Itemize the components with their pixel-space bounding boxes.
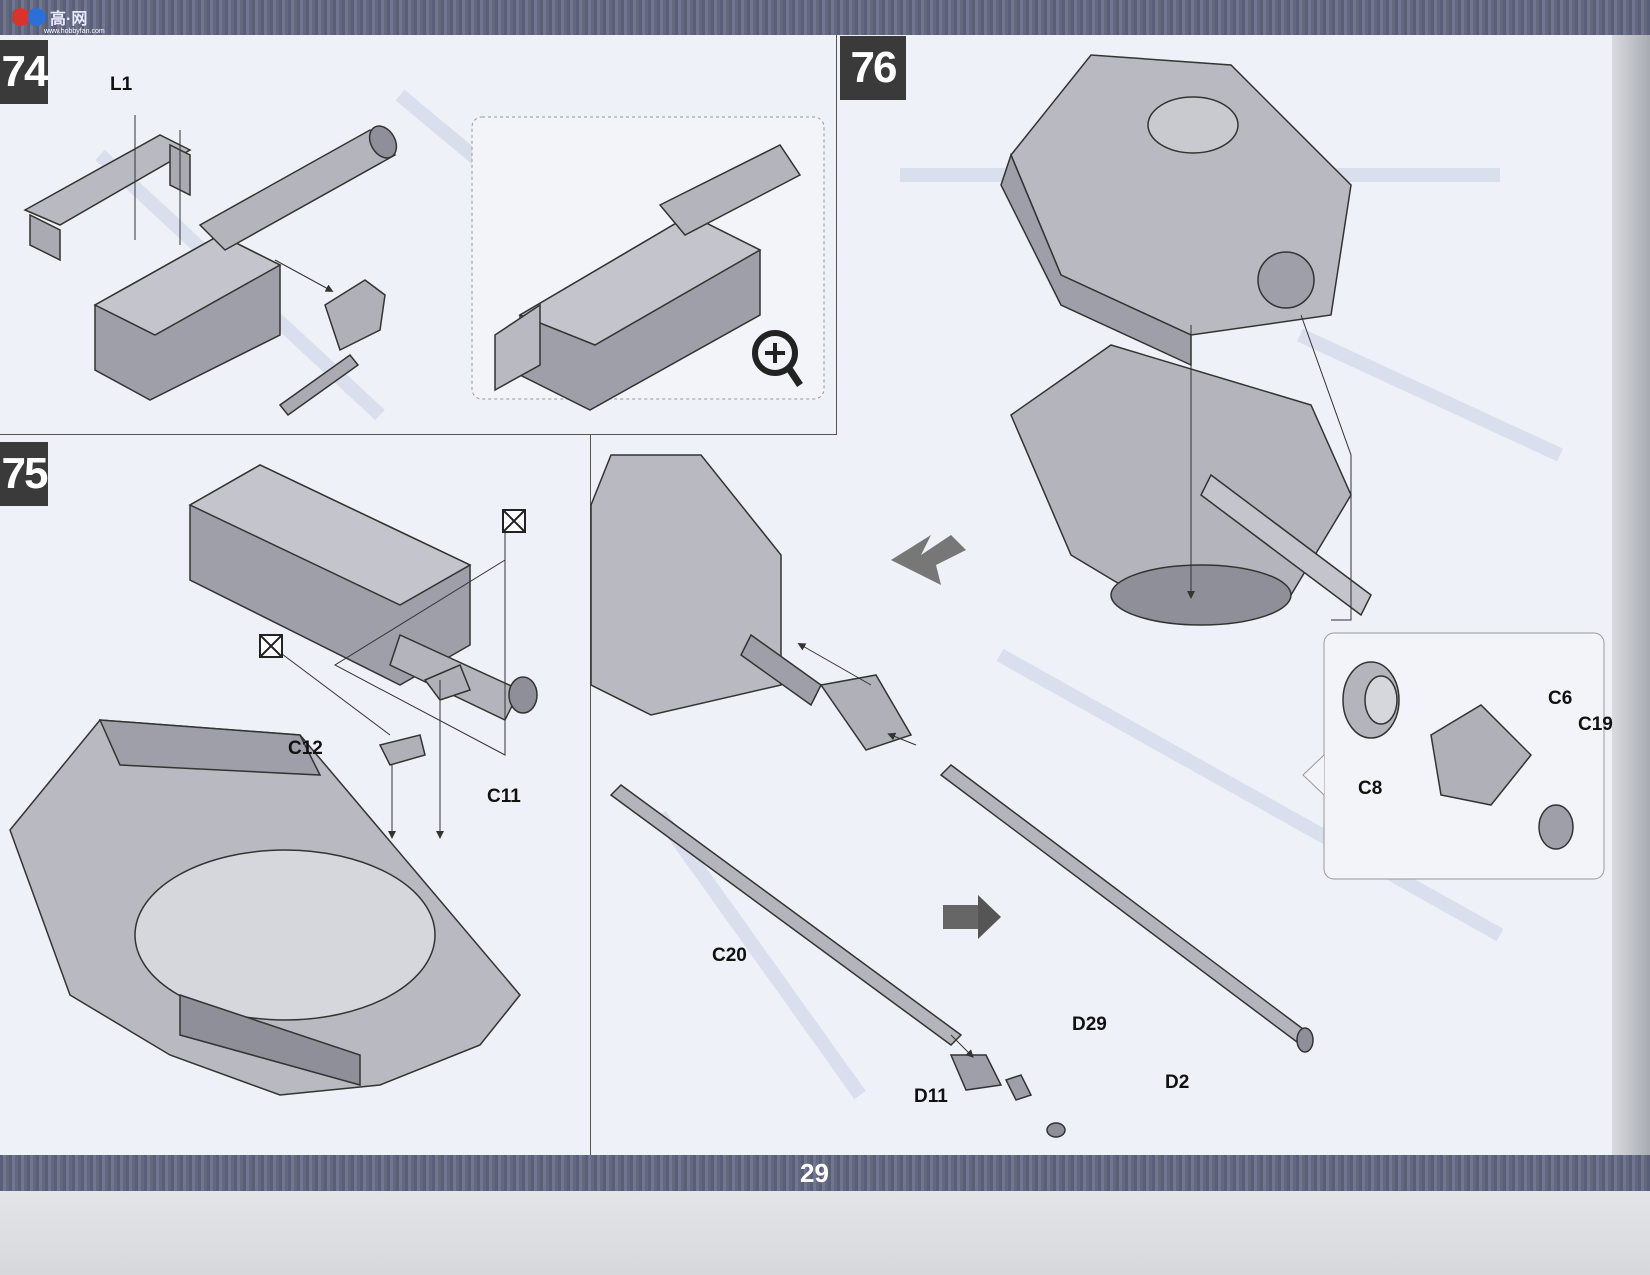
label-c8: C8: [1358, 778, 1383, 799]
site-logo-graphic: 高·网 www.hobbyfan.com: [11, 8, 105, 35]
top-stripe: [0, 0, 1650, 35]
step-74-number: 74: [0, 40, 48, 104]
step-76-number: 76: [840, 36, 906, 100]
direction-arrow-right: [943, 895, 1001, 939]
page-number: 29: [800, 1158, 829, 1188]
no-glue-icon-2: [259, 634, 283, 658]
label-c6: C6: [1548, 688, 1573, 709]
page-edge: [1612, 35, 1650, 1155]
label-l1: L1: [110, 74, 133, 95]
step-75-drawing: [9, 464, 538, 1096]
svg-text:高·网: 高·网: [50, 9, 87, 28]
label-d29: D29: [1072, 1014, 1107, 1035]
site-logo: 高·网 www.hobbyfan.com: [10, 4, 105, 35]
divider-74-75: [0, 434, 836, 435]
below-page-area: [0, 1191, 1650, 1275]
label-c11: C11: [487, 786, 521, 807]
step-76-drawing: [590, 54, 1605, 1138]
bottom-stripe: [0, 1155, 1650, 1191]
label-d2: D2: [1165, 1072, 1190, 1093]
label-c12: C12: [288, 738, 323, 759]
label-c20: C20: [712, 945, 747, 966]
divider-74-76: [836, 35, 837, 435]
divider-75-76: [590, 434, 591, 1155]
step-74-drawing: [23, 115, 825, 417]
direction-arrow-gray: [891, 535, 966, 585]
step-75-number: 75: [0, 442, 48, 506]
zoom-magnify-plus-icon: [752, 330, 803, 387]
label-c19: C19: [1578, 714, 1613, 735]
svg-text:www.hobbyfan.com: www.hobbyfan.com: [43, 28, 105, 35]
label-d11: D11: [914, 1086, 948, 1107]
no-glue-icon: [502, 509, 526, 533]
